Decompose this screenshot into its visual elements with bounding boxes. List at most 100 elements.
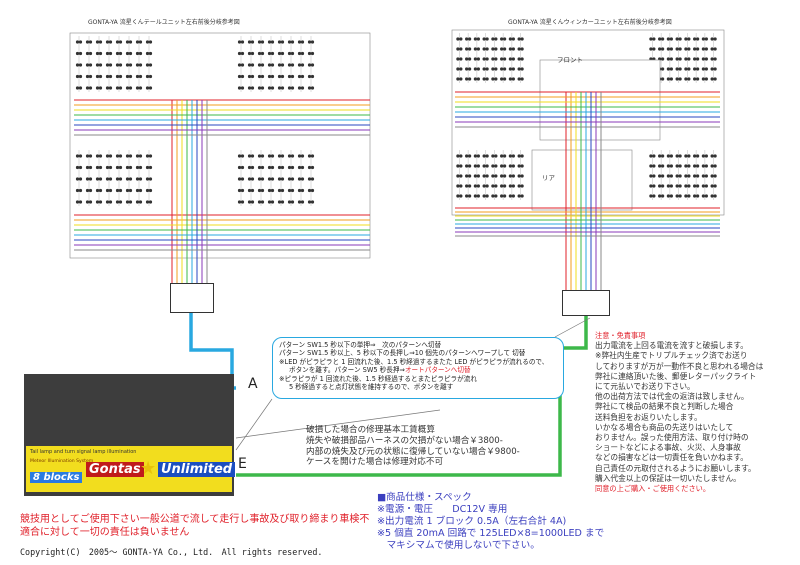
tail-block-tr-led xyxy=(277,63,282,67)
tail-block-tl-led xyxy=(108,74,113,79)
winker-block-bl-led xyxy=(473,194,477,198)
winker-block-tl-led xyxy=(494,47,498,51)
controller-blocks-badge: 8 blocks xyxy=(30,472,83,483)
tail-block-tl-led xyxy=(118,74,123,79)
winker-block-br-led xyxy=(710,194,714,198)
winker-block-tl-led xyxy=(459,37,463,41)
tail-block-br-led xyxy=(300,200,305,204)
winker-block-tr-led xyxy=(666,77,670,81)
winker-block-tr-led xyxy=(661,57,665,61)
winker-block-tl-led xyxy=(508,37,512,41)
tail-block-bl-led xyxy=(78,154,83,158)
winker-block-tr-led xyxy=(652,37,656,41)
tail-block-br-led xyxy=(257,154,262,158)
winker-block-tl-led xyxy=(491,67,495,71)
tail-block-tr-led xyxy=(237,63,242,67)
star-icon: ★ xyxy=(140,458,157,479)
pattern-line-3b: ボタンを離す。パターン SW5 秒長押⇒オートパターンへ切替 xyxy=(289,366,471,375)
tail-block-br-led xyxy=(277,177,282,181)
winker-block-bl-led xyxy=(503,154,507,158)
tail-block-tl-led xyxy=(108,63,113,67)
tail-block-tl-led xyxy=(135,51,140,56)
winker-block-bl-led xyxy=(476,184,480,188)
winker-block-bl-led xyxy=(503,194,507,198)
tail-block-br-led xyxy=(290,165,295,170)
winker-block-tl-led xyxy=(476,67,480,71)
winker-block-tr-led xyxy=(704,77,708,81)
winker-block-br-led xyxy=(701,154,705,158)
tail-block-tr-led xyxy=(310,86,315,90)
pattern-switch-info: パターン SW1.5 秒以下の単押⇒ 次のパターンへ切替 パターン SW1.5 … xyxy=(272,337,564,399)
winker-block-tl-led xyxy=(465,37,469,41)
winker-block-tr-led xyxy=(675,37,679,41)
winker-block-br-led xyxy=(684,154,688,158)
tail-block-bl-led xyxy=(145,165,150,170)
tail-block-br-led xyxy=(260,188,265,193)
repair-line-3: 内部の焼失及び元の状態に復帰していない場合￥9800- xyxy=(306,446,520,457)
winker-block-br-led xyxy=(684,164,688,168)
winker-block-bl-led xyxy=(459,154,463,158)
winker-block-bl-led xyxy=(465,174,469,178)
tail-block-bl-led xyxy=(135,188,140,193)
winker-block-br-led xyxy=(675,184,679,188)
tail-block-tr-led xyxy=(287,86,292,90)
winker-block-br-led xyxy=(666,194,670,198)
winker-block-tl-led xyxy=(485,77,489,81)
winker-block-tl-led xyxy=(511,57,515,61)
winker-front-box xyxy=(539,59,661,141)
winker-block-br-led xyxy=(704,194,708,198)
tail-block-tl-led xyxy=(135,40,140,44)
winker-block-tl-led xyxy=(465,47,469,51)
tail-block-br-led xyxy=(247,165,252,170)
tail-block-bl-led xyxy=(88,177,93,181)
winker-block-bl-led xyxy=(517,174,521,178)
tail-block-tl-led xyxy=(75,86,80,90)
tail-block-tr-led xyxy=(307,74,312,79)
winker-block-tl-led xyxy=(491,37,495,41)
winker-block-tl-led xyxy=(473,57,477,61)
winker-block-bl-led xyxy=(476,174,480,178)
tail-block-br-led xyxy=(270,177,275,181)
winker-block-br-led xyxy=(658,194,662,198)
winker-block-tr-led xyxy=(693,77,697,81)
pattern-line-1: パターン SW1.5 秒以下の単押⇒ 次のパターンへ切替 xyxy=(279,341,442,349)
winker-block-tl-led xyxy=(517,57,521,61)
tail-block-bl-led xyxy=(105,165,110,170)
winker-block-tl-led xyxy=(491,57,495,61)
tail-block-bl-led xyxy=(115,165,120,170)
disclaimer-notice: 注意・免責事項 出力電流を上回る電流を流すと破損します。※弊社内生産でトリプルチ… xyxy=(595,331,795,494)
tail-block-tr-led xyxy=(267,86,272,90)
winker-block-bl-led xyxy=(468,184,472,188)
tail-block-tl-led xyxy=(115,63,120,67)
tail-block-bl-led xyxy=(75,165,80,170)
winker-block-br-led xyxy=(666,154,670,158)
winker-block-tl-led xyxy=(508,47,512,51)
tail-block-br-led xyxy=(267,177,272,181)
winker-block-br-led xyxy=(666,174,670,178)
winker-block-tr-led xyxy=(696,47,700,51)
tail-block-tl-led xyxy=(108,40,113,44)
winker-block-tl-led xyxy=(456,67,460,71)
tail-block-tr-led xyxy=(260,74,265,79)
winker-block-br-led xyxy=(669,154,673,158)
tail-block-tr-led xyxy=(267,74,272,79)
winker-block-bl-led xyxy=(456,174,460,178)
tail-block-tl-led xyxy=(78,74,83,79)
tail-block-tl-led xyxy=(115,51,120,56)
product-spec: ■商品仕様・スペック ※電源・電圧 DC12V 専用 ※出力電流 1 ブロック … xyxy=(377,492,667,552)
winker-block-tr-led xyxy=(666,57,670,61)
winker-block-br-led xyxy=(687,174,691,178)
winker-block-br-led xyxy=(649,184,653,188)
tail-block-tl-led xyxy=(128,74,133,79)
tail-block-br-led xyxy=(287,188,292,193)
tail-block-tl-led xyxy=(75,63,80,67)
winker-block-tr-led xyxy=(687,37,691,41)
winker-frame xyxy=(451,29,725,216)
winker-block-bl-led xyxy=(500,174,504,178)
winker-block-tr-led xyxy=(704,47,708,51)
tail-block-bl-led xyxy=(148,200,153,204)
winker-block-bl-led xyxy=(508,174,512,178)
winker-block-tr-led xyxy=(693,67,697,71)
winker-block-br-led xyxy=(710,154,714,158)
